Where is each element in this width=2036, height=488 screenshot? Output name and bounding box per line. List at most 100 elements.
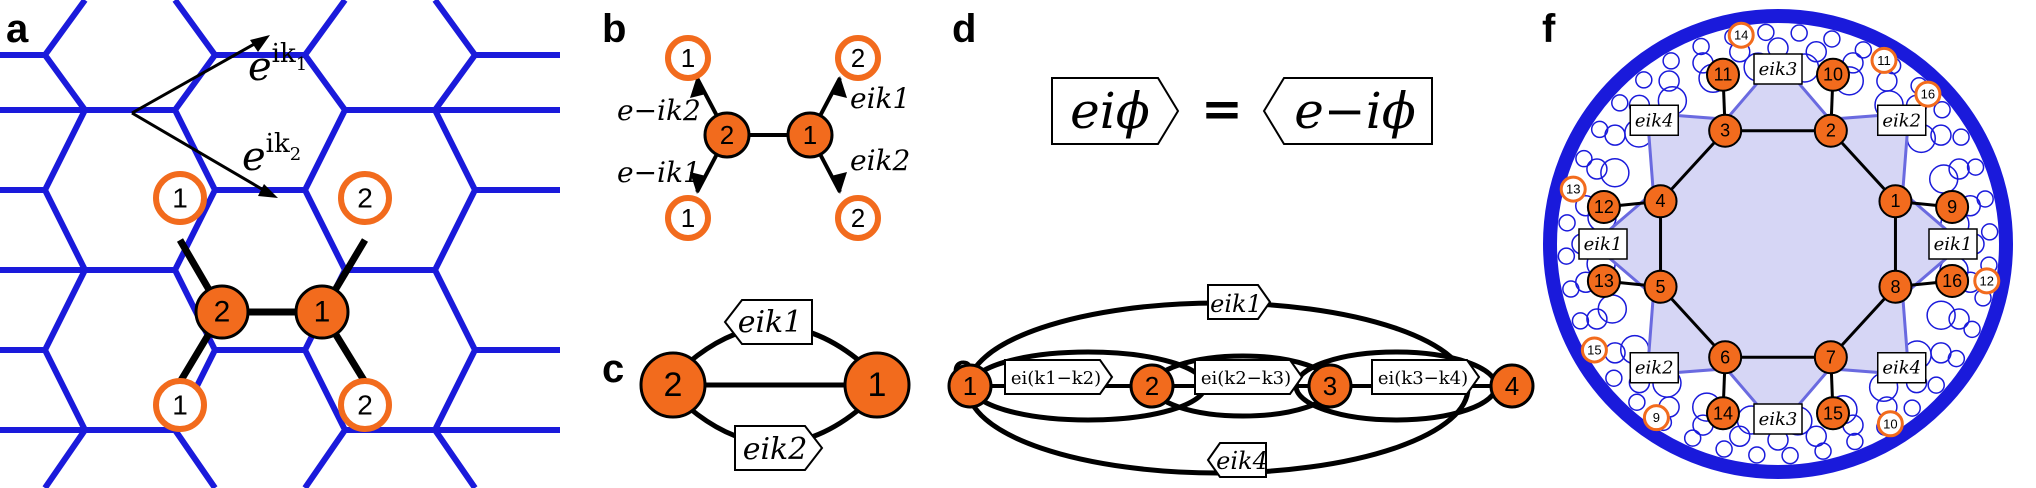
tiling-cell [1966, 158, 1985, 176]
svg-text:e−iϕ: e−iϕ [1294, 82, 1416, 140]
tag-c-top: eik1 [723, 299, 813, 345]
svg-text:1: 1 [172, 390, 188, 421]
ghost-node-11: 11 [1870, 46, 1898, 74]
svg-text:2: 2 [1145, 371, 1159, 401]
tiling-cell [1558, 214, 1576, 232]
panel-a-label: a [6, 7, 29, 51]
tiling-cell [1823, 30, 1841, 48]
svg-text:12: 12 [1980, 273, 1994, 288]
tiling-cell [1930, 124, 1952, 146]
svg-text:eik3: eik3 [1759, 59, 1798, 80]
inner-node-5: 5 [1643, 269, 1678, 304]
vector-k2-arrow [131, 111, 273, 197]
svg-text:eik2: eik2 [1635, 358, 1674, 379]
svg-text:eik4: eik4 [1216, 447, 1268, 475]
svg-text:10: 10 [1883, 416, 1897, 431]
svg-text:eik1: eik1 [1934, 234, 1973, 255]
translation-tag: eik4 [1629, 104, 1680, 137]
tiling-cell [1628, 393, 1646, 411]
svg-text:13: 13 [1594, 271, 1614, 291]
honeycomb-lattice [0, 0, 560, 488]
tiling-cell [1963, 320, 1981, 339]
node-a-2-lower: 2 [338, 378, 392, 432]
inner-node-4: 4 [1643, 184, 1678, 219]
tiling-cell [1575, 149, 1593, 168]
vector-k1-arrowhead [250, 35, 270, 52]
svg-text:3: 3 [1720, 121, 1730, 141]
node-e-2: 2 [1129, 363, 1175, 409]
svg-text:eik1: eik1 [738, 305, 803, 340]
tiling-cell [1729, 425, 1751, 447]
tiling-cell [1683, 429, 1702, 447]
svg-text:6: 6 [1720, 347, 1730, 367]
tiling-cell [1600, 158, 1630, 188]
panel-b: b 1 2 1 2 1 2 e−ik2 e−ik1 eik1 eik2 [602, 7, 910, 241]
panel-b-label: b [602, 7, 626, 51]
svg-text:2: 2 [357, 390, 373, 421]
tiling-cell [1980, 223, 1999, 241]
panel-c: c eik1 eik2 2 1 [602, 299, 911, 471]
edge-label-b-k2: eik2 [850, 144, 910, 177]
outer-node-16: 16 [1935, 264, 1970, 299]
svg-text:2: 2 [851, 43, 865, 73]
panel-b-arrowheads [690, 76, 847, 194]
svg-text:eik2: eik2 [1882, 110, 1921, 131]
node-b-1-top: 1 [665, 35, 711, 81]
ghost-node-10: 10 [1876, 410, 1904, 438]
translation-tag: eik1 [1578, 228, 1628, 260]
ghost-node-12: 12 [1973, 267, 2001, 295]
node-b-1-bottom: 1 [665, 195, 711, 241]
panel-e: e eik1 eik4 ei(k1−k2) ei(k2−k3) ei(k3−k4… [947, 284, 1535, 478]
inner-node-6: 6 [1708, 340, 1743, 375]
svg-text:15: 15 [1587, 343, 1601, 358]
svg-text:10: 10 [1823, 65, 1843, 85]
ghost-node-14: 14 [1727, 21, 1755, 49]
svg-text:1: 1 [172, 183, 188, 214]
inner-node-8: 8 [1878, 269, 1913, 304]
tag-e-top: eik1 [1207, 284, 1272, 320]
svg-text:1: 1 [803, 120, 817, 150]
tiling-cell [1952, 128, 1970, 146]
vector-k1-arrow [131, 36, 266, 115]
svg-text:1: 1 [681, 203, 695, 233]
tiling-cell [1715, 440, 1733, 458]
tiling-cell [1948, 308, 1970, 330]
outer-node-11: 11 [1705, 57, 1740, 92]
tiling-cell [1635, 71, 1653, 89]
tiling-cell [1611, 94, 1629, 112]
node-a-2-center: 2 [194, 284, 250, 340]
panel-f-label: f [1542, 7, 1556, 51]
svg-text:7: 7 [1826, 347, 1836, 367]
node-a-1-lower: 1 [153, 378, 207, 432]
tag-d-right: e−iϕ [1262, 77, 1433, 145]
panel-d: d eiϕ = e−iϕ [952, 7, 1433, 145]
inner-node-3: 3 [1708, 113, 1743, 148]
node-e-1: 1 [947, 363, 993, 409]
svg-text:5: 5 [1656, 277, 1666, 297]
tiling-cell [1846, 432, 1864, 451]
svg-text:11: 11 [1877, 53, 1891, 68]
vector-k2-arrowhead [258, 184, 278, 198]
panel-b-nodes: 1 2 1 2 1 2 [665, 35, 881, 241]
outer-node-12: 12 [1586, 189, 1621, 224]
tag-e-34: ei(k3−k4) [1371, 359, 1481, 395]
outer-node-15: 15 [1816, 396, 1851, 431]
inner-node-7: 7 [1813, 340, 1848, 375]
svg-text:3: 3 [1323, 371, 1337, 401]
svg-text:2: 2 [720, 120, 734, 150]
panel-d-label: d [952, 7, 976, 51]
tiling-cell [1781, 446, 1799, 465]
inner-node-2: 2 [1813, 113, 1848, 148]
tag-e-12: ei(k1−k2) [1004, 359, 1114, 395]
svg-text:1: 1 [963, 371, 977, 401]
translation-tag: eik2 [1876, 104, 1927, 137]
svg-text:2: 2 [357, 183, 373, 214]
svg-text:2: 2 [851, 203, 865, 233]
tiling-cell [1903, 399, 1921, 417]
svg-text:4: 4 [1656, 191, 1666, 211]
panel-a: a eik1 eik2 1 2 [0, 0, 560, 488]
outer-node-13: 13 [1586, 264, 1621, 299]
